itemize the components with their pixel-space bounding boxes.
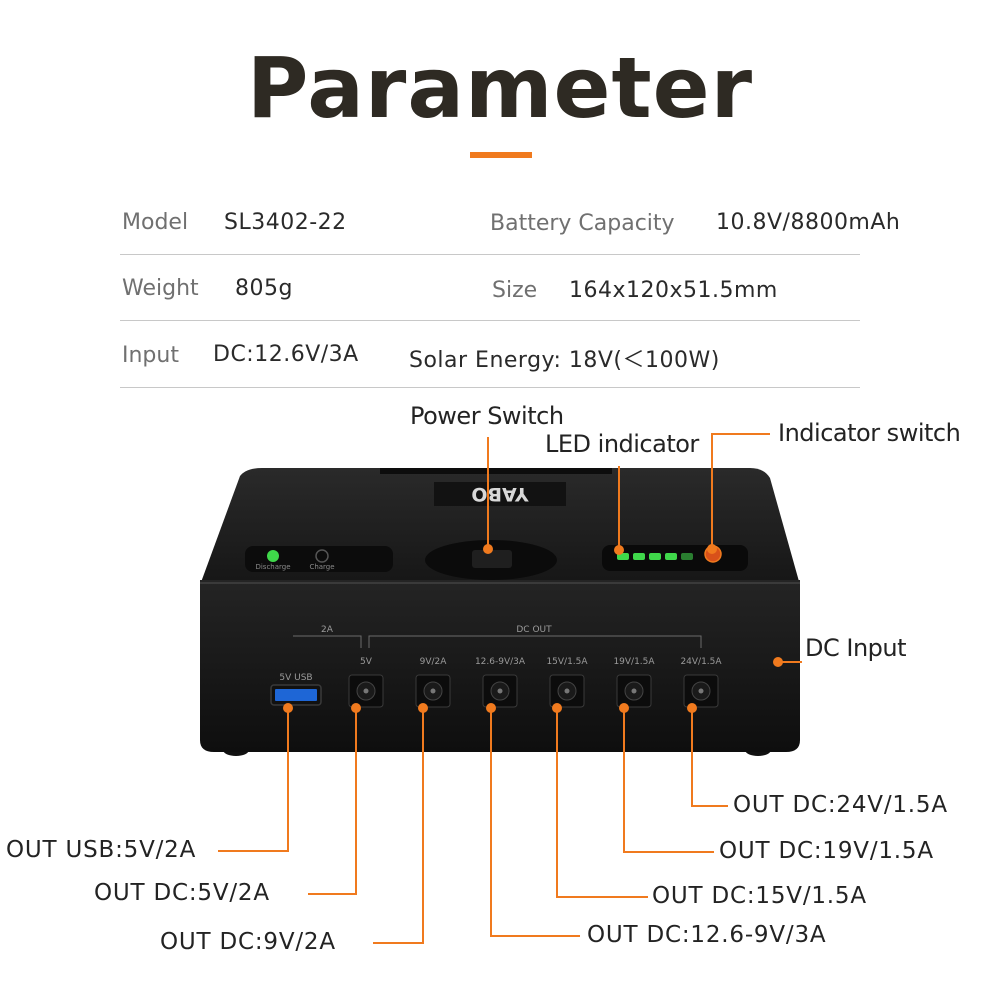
battery-value: 10.8V/8800mAh <box>716 210 901 235</box>
port-label: 9V/2A <box>420 657 448 667</box>
title-underline <box>470 152 532 158</box>
led-bar <box>649 553 661 560</box>
dc-port <box>616 674 652 708</box>
dc-port <box>415 674 451 708</box>
weight-label: Weight <box>122 276 199 301</box>
page-title: Parameter <box>246 39 754 137</box>
model-label: Model <box>122 210 189 235</box>
out-dc24-label: OUT DC:24V/1.5A <box>733 792 948 818</box>
led-bar <box>633 553 645 560</box>
dc-input-label: DC Input <box>805 634 907 662</box>
power-switch-label: Power Switch <box>410 402 564 430</box>
solar-value: Solar Energy: 18V(＜100W) <box>409 348 720 373</box>
dc-port <box>348 674 384 708</box>
weight-value: 805g <box>235 276 293 301</box>
out-dc15-label: OUT DC:15V/1.5A <box>652 883 867 909</box>
battery-label: Battery Capacity <box>490 211 675 236</box>
discharge-label: Discharge <box>255 563 290 571</box>
size-label: Size <box>492 278 538 303</box>
size-value: 164x120x51.5mm <box>569 278 778 303</box>
out-dc9-label: OUT DC:9V/2A <box>160 929 336 955</box>
led-bar <box>665 553 677 560</box>
divider <box>120 254 860 255</box>
out-usb-label: OUT USB:5V/2A <box>6 837 197 863</box>
out-dc19-label: OUT DC:19V/1.5A <box>719 838 934 864</box>
discharge-led-icon <box>267 550 279 562</box>
indicator-switch-label: Indicator switch <box>778 419 961 447</box>
port-label: 19V/1.5A <box>613 657 655 667</box>
input-label: Input <box>122 343 179 368</box>
charge-label: Charge <box>309 563 334 571</box>
charge-led-icon <box>315 549 329 563</box>
device-front <box>200 580 800 752</box>
model-value: SL3402-22 <box>224 210 347 235</box>
out-dc126-label: OUT DC:12.6-9V/3A <box>587 922 827 948</box>
port-label: 15V/1.5A <box>546 657 588 667</box>
usb-group-label: 2A <box>321 625 334 635</box>
leader-dots <box>283 544 783 713</box>
input-value: DC:12.6V/3A <box>213 342 359 367</box>
port-label: 24V/1.5A <box>680 657 722 667</box>
divider <box>120 387 860 388</box>
dc-port <box>549 674 585 708</box>
led-indicator-label: LED indicator <box>545 430 699 458</box>
out-dc5-label: OUT DC:5V/2A <box>94 880 270 906</box>
port-label: 5V USB <box>279 673 312 683</box>
dc-port <box>482 674 518 708</box>
brand-logo: YABO <box>471 483 529 505</box>
dc-out-label: DC OUT <box>516 625 552 635</box>
divider <box>120 320 860 321</box>
port-label: 12.6-9V/3A <box>475 657 526 667</box>
dc-port <box>683 674 719 708</box>
port-label: 5V <box>360 657 373 667</box>
status-panel <box>245 546 393 572</box>
led-bar <box>681 553 693 560</box>
